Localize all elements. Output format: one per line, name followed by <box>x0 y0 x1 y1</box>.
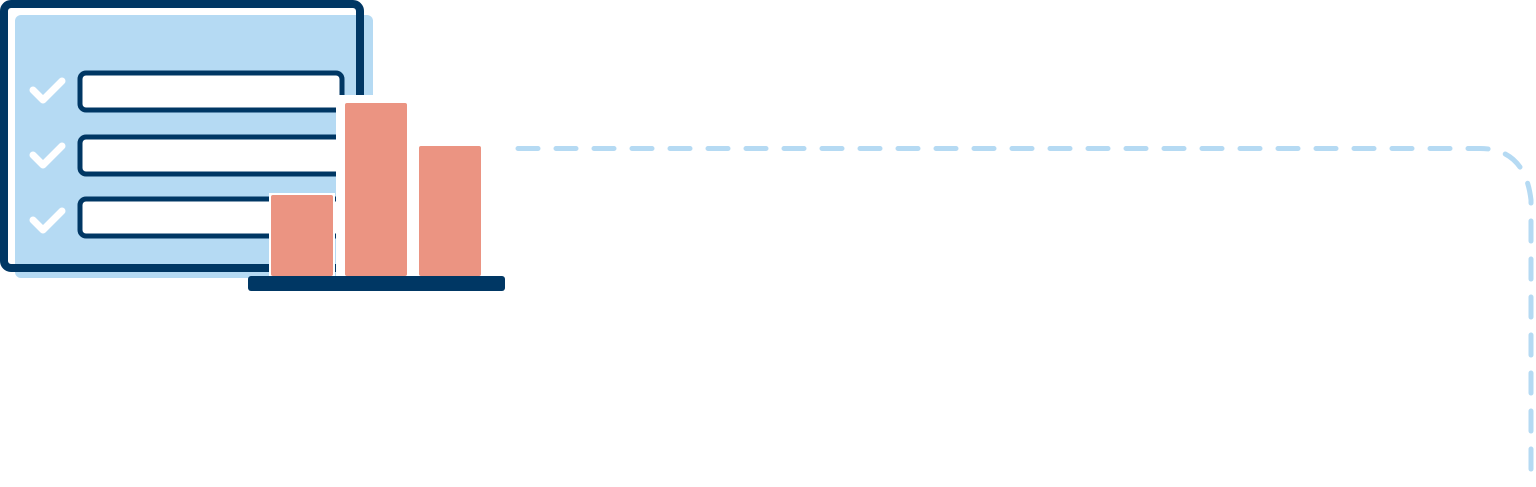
checkmark-icon <box>29 77 66 104</box>
bar-3 <box>419 146 481 276</box>
dashed-connector-line <box>515 146 1534 487</box>
bar-chart-icon <box>248 95 505 291</box>
checkmark-icon <box>29 207 66 234</box>
bar-chart-baseline <box>248 276 505 291</box>
bar-1 <box>271 195 333 276</box>
checkmark-icon <box>29 142 66 169</box>
checklist-row-2 <box>77 134 345 177</box>
checklist-row-1 <box>77 70 345 113</box>
bar-2 <box>345 103 407 276</box>
